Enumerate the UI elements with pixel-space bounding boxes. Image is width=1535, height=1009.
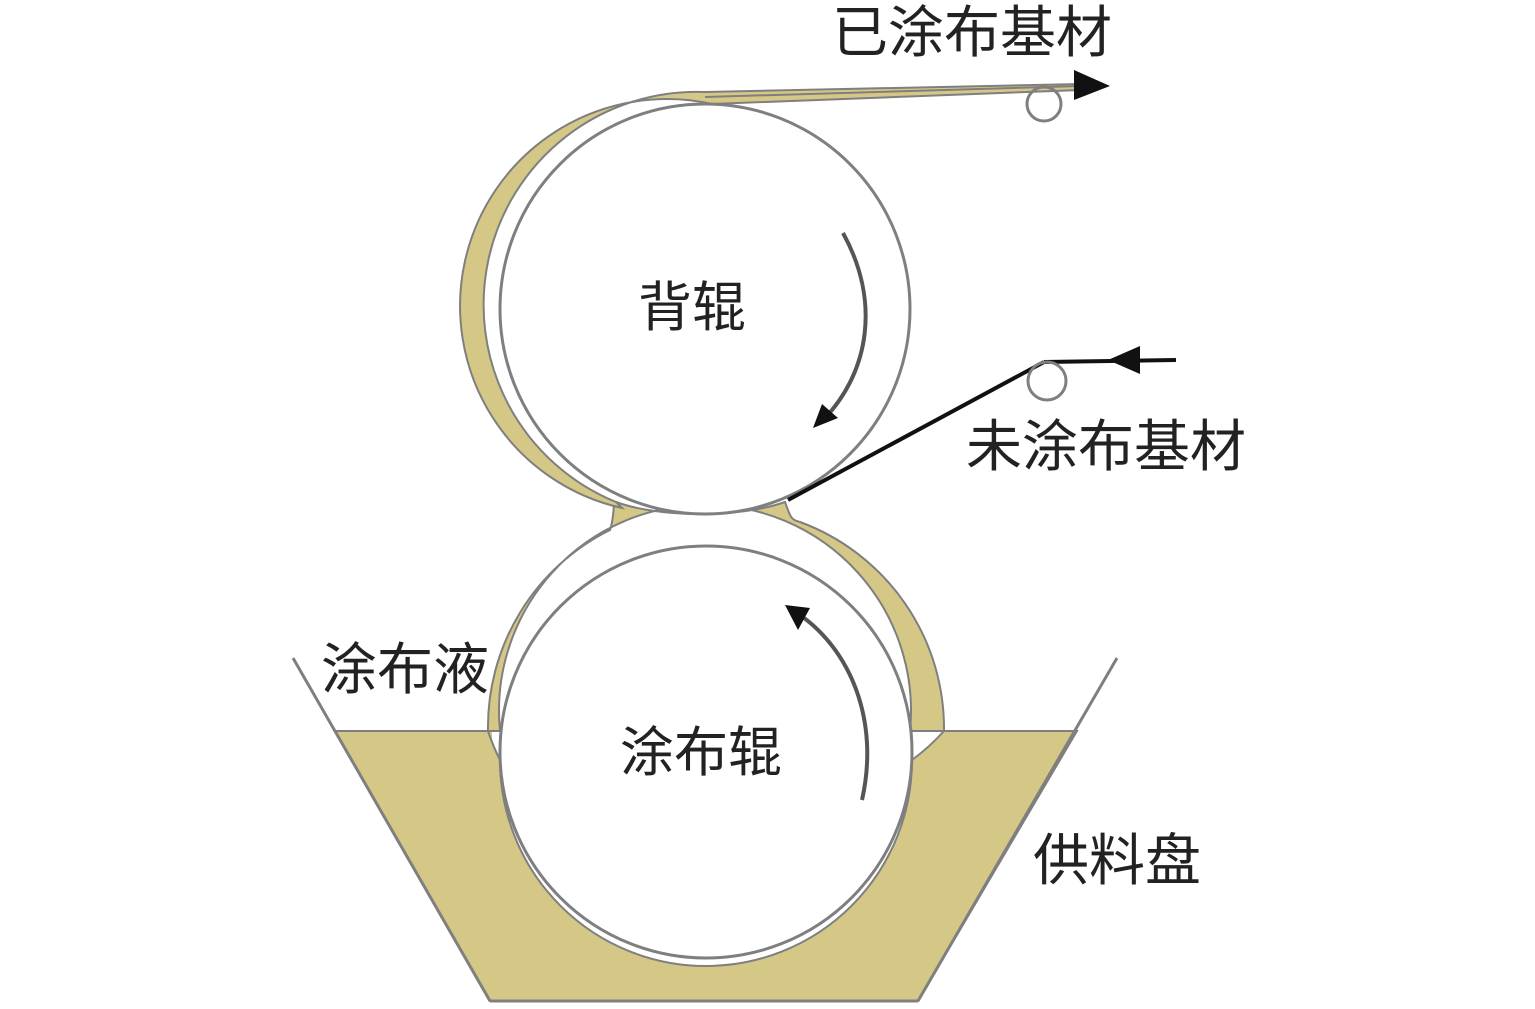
coating-liquid-label: 涂布液 <box>321 638 489 703</box>
coated-substrate-arrowhead <box>1074 70 1110 100</box>
back-roll-label: 背辊 <box>638 276 746 339</box>
back-roll-arrowhead <box>813 404 838 428</box>
uncoated-substrate-web-ext <box>1043 358 1177 364</box>
back-roll <box>498 102 912 516</box>
coating-roll <box>498 544 914 960</box>
uncoated-substrate-web <box>787 360 1045 502</box>
coating-film-back-roll <box>459 82 1081 510</box>
uncoated-substrate-label: 未涂布基材 <box>966 415 1246 480</box>
feed-tray-left-wall <box>291 657 492 1002</box>
feed-tray-right-wall <box>916 657 1119 1002</box>
coated-guide-roller <box>1025 85 1063 123</box>
coated-substrate-label: 已涂布基材 <box>832 1 1112 66</box>
uncoated-substrate-arrowhead <box>1108 346 1140 374</box>
uncoated-guide-roller <box>1026 360 1068 402</box>
coated-substrate-web <box>704 85 1081 98</box>
coating-roll-label: 涂布辊 <box>620 721 782 784</box>
coating-roll-rotation-arrow <box>798 613 870 801</box>
back-roll-rotation-arrow <box>823 232 868 420</box>
coating-film-coating-roll <box>486 500 946 732</box>
coating-roll-arrowhead <box>785 605 810 630</box>
feed-tray-label: 供料盘 <box>1033 829 1201 894</box>
